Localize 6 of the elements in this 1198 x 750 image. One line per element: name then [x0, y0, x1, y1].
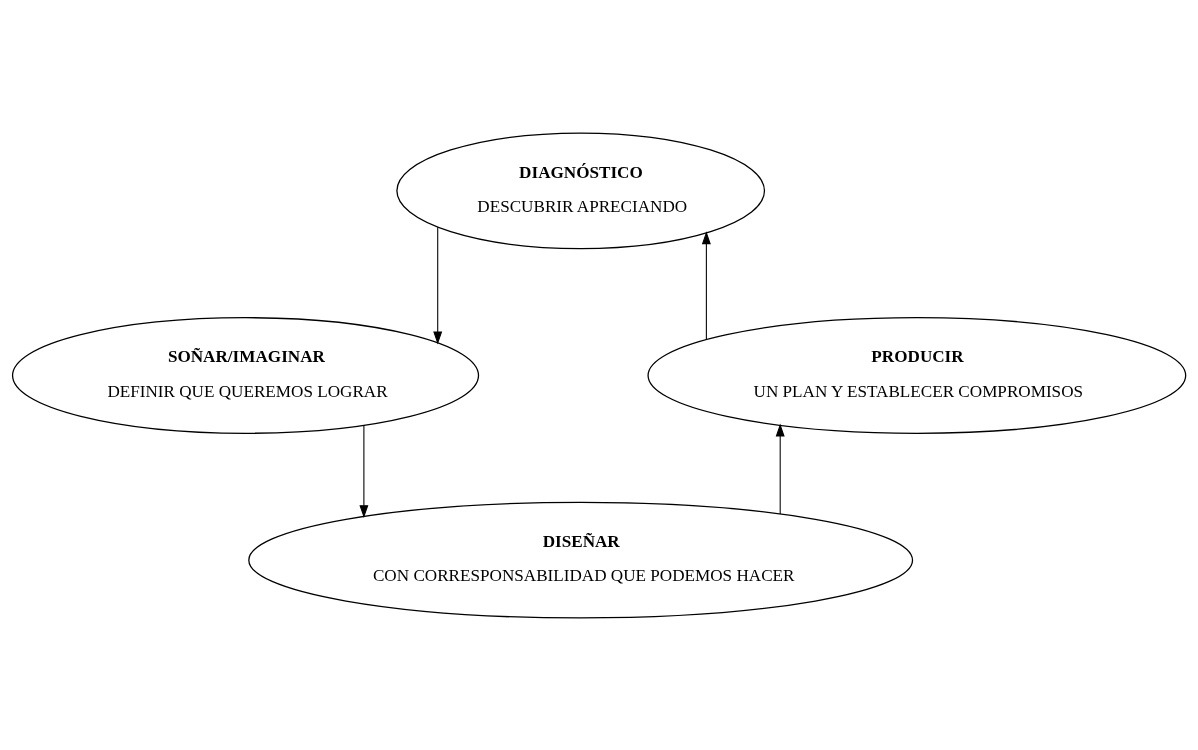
arrow — [359, 424, 369, 518]
node-ellipse: DIAGNÓSTICO DESCUBRIR APRECIANDO — [396, 131, 766, 249]
arrow — [701, 230, 711, 340]
node-ellipse: SOÑAR/IMAGINAR DEFINIR QUE QUEREMOS LOGRAR — [11, 316, 480, 434]
arrow — [775, 423, 785, 515]
arrow — [433, 226, 443, 344]
